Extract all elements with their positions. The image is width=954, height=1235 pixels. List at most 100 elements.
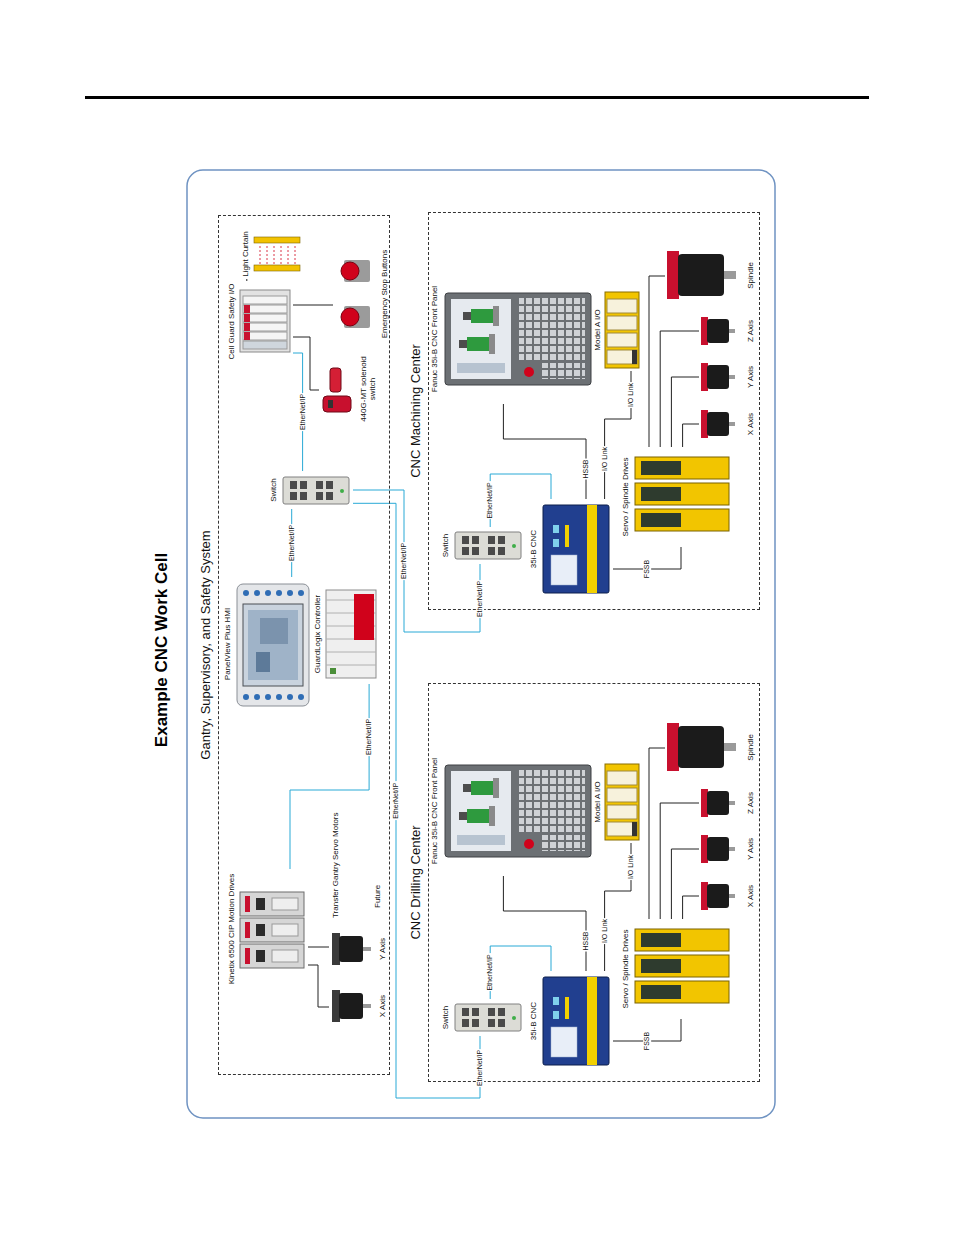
cnc-illustration: [667, 251, 679, 299]
line-label: EtherNet/IP: [476, 580, 484, 618]
motor-label: Spindle: [746, 734, 755, 761]
ethernet-switch-illustration: [290, 492, 297, 500]
hmi-illustration: [254, 694, 260, 700]
network-cable: [490, 946, 551, 999]
solenoid-switch-illustration: [328, 400, 333, 408]
cnc-illustration: [463, 312, 471, 320]
controller-illustration: [330, 668, 336, 674]
hmi-illustration: [298, 590, 304, 596]
device-node: Model A I/O: [593, 289, 641, 371]
cnc-illustration: [587, 505, 597, 593]
controller-illustration: [326, 590, 376, 678]
control-cable: [503, 876, 586, 971]
cnc-illustration: [641, 487, 681, 501]
annotation: Future: [374, 885, 383, 908]
light-curtain-illustration: [254, 237, 300, 271]
hmi-illustration: [287, 590, 293, 596]
cnc-illustration: [707, 365, 729, 389]
control-cable: [308, 965, 329, 1007]
solenoid-switch-illustration: [323, 368, 351, 412]
safety-io-illustration: [244, 323, 250, 331]
ethernet-switch-illustration: [316, 492, 323, 500]
hmi-illustration: [237, 584, 309, 706]
safety-io-illustration: [240, 290, 290, 352]
motor-node: Y Axis: [699, 829, 755, 869]
device-label: Servo / Spindle Drives: [621, 929, 630, 1008]
cnc-illustration: [498, 536, 505, 544]
cnc-illustration: [519, 297, 585, 361]
edge-label: EtherNet/IP: [486, 481, 494, 519]
hmi-illustration: [298, 694, 304, 700]
device-node: Switch: [441, 999, 523, 1036]
header-rule: [85, 96, 869, 99]
device-label: Cell Guard Safety I/O: [227, 283, 236, 359]
cnc-illustration: [553, 539, 559, 547]
edge-label: EtherNet/IP: [365, 718, 373, 756]
network-cable: [490, 474, 551, 527]
edge-label: HSSB: [582, 930, 590, 951]
motor-label: Spindle: [746, 262, 755, 289]
servo-drive-illustration: [245, 948, 250, 964]
safety-io-illustration: [240, 290, 290, 352]
safety-io-illustration: [244, 332, 250, 340]
control-cable: [503, 404, 586, 499]
line-label: EtherNet/IP: [476, 1049, 484, 1087]
device-node: Servo / Spindle Drives: [621, 919, 733, 1019]
control-cable: [683, 424, 699, 447]
cnc-illustration: [445, 293, 591, 385]
device-node: Switch: [269, 471, 353, 509]
motor-label: X Axis: [746, 413, 755, 435]
control-cable: [671, 849, 699, 919]
servo-motor-illustration: [332, 933, 371, 1022]
motor-node: Y Axis: [699, 357, 755, 397]
cnc-illustration: [472, 536, 479, 544]
cnc-illustration: [678, 254, 724, 296]
cnc-illustration: [524, 367, 534, 377]
cnc-illustration: [445, 251, 736, 593]
hmi-illustration: [276, 590, 282, 596]
device-node: Fanuc 35i-B CNC Front Panel: [430, 274, 593, 404]
cnc-illustration: [553, 525, 559, 533]
servo-motor-illustration: [332, 990, 340, 1022]
servo-drive-illustration: [256, 898, 265, 910]
network-cable: [353, 503, 480, 1098]
cnc-illustration: [607, 350, 637, 364]
safety-io-illustration: [243, 323, 287, 331]
servo-drive-illustration: [240, 892, 304, 968]
solenoid-switch-illustration: [330, 368, 341, 392]
illustration-layer: [140, 150, 800, 1140]
landscape-canvas: Example CNC Work CellGantry, Supervisory…: [140, 150, 800, 1140]
motor-node: X Axis: [699, 404, 755, 444]
device-label: Emergency Stop Buttons: [380, 250, 389, 339]
device-label: 35i-B CNC: [529, 530, 538, 568]
cnc-illustration: [467, 337, 489, 351]
control-cable: [660, 803, 699, 919]
cnc-illustration: [707, 319, 729, 343]
cnc-illustration: [724, 271, 736, 279]
edge-label: EtherNet/IP: [288, 524, 296, 562]
cnc-illustration: [701, 410, 708, 438]
solenoid-switch-illustration: [323, 396, 351, 412]
servo-drive-illustration: [256, 924, 265, 936]
safety-io-illustration: [243, 341, 287, 349]
servo-motor-illustration: [339, 936, 363, 962]
control-cable: [649, 276, 665, 447]
control-cable: [671, 377, 699, 447]
device-node: 440G-MT solenoid switch: [319, 354, 377, 424]
control-cable: [293, 337, 319, 390]
servo-drive-illustration: [240, 892, 304, 916]
hmi-illustration: [256, 652, 270, 672]
cnc-illustration: [455, 532, 521, 559]
cnc-illustration: [451, 299, 511, 379]
device-label: Light Curtain: [241, 231, 250, 276]
cnc-illustration: [701, 363, 708, 391]
hmi-illustration: [243, 590, 249, 596]
servo-motor-illustration: [363, 947, 371, 951]
ethernet-switch-illustration: [300, 492, 307, 500]
estop-illustration: [341, 308, 359, 326]
cnc-illustration: [543, 505, 609, 593]
servo-drive-illustration: [240, 918, 304, 942]
hmi-illustration: [276, 694, 282, 700]
cnc-illustration: [607, 316, 637, 330]
device-node: 35i-B CNC: [529, 499, 613, 599]
